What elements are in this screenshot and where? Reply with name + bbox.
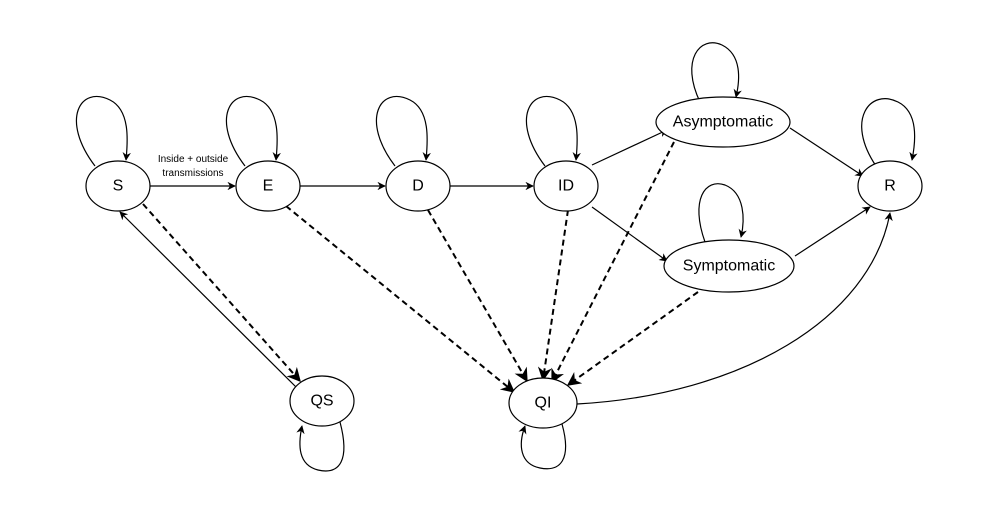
self-loop-e	[226, 95, 281, 167]
self-loop-d	[376, 95, 431, 167]
node-d-label: D	[412, 178, 424, 195]
edge-id-to-asymptomatic	[591, 129, 668, 166]
edge-asymptomatic-to-r	[789, 127, 864, 177]
node-symptomatic-label: Symptomatic	[683, 258, 775, 275]
edge-label-s-to-e-line2: transmissions	[162, 168, 223, 179]
self-loop-r	[861, 98, 918, 167]
node-d: D	[385, 160, 451, 212]
self-loop-s	[76, 95, 131, 167]
node-s: S	[85, 160, 151, 212]
self-loop-asymptomatic	[691, 42, 742, 103]
edge-label-s-to-e-line1: Inside + outside	[158, 154, 229, 165]
node-id-label: ID	[558, 178, 574, 195]
edge-d-to-qi	[427, 209, 528, 383]
edge-symptomatic-to-r	[794, 206, 871, 257]
edge-qs-to-s	[119, 211, 297, 388]
edge-s-to-qs	[142, 203, 301, 383]
node-r: R	[857, 160, 923, 212]
node-qs: QS	[289, 375, 355, 427]
self-loop-qi	[518, 423, 567, 470]
edge-symptomatic-to-qi	[566, 291, 699, 386]
node-asymptomatic-label: Asymptomatic	[673, 114, 773, 131]
node-qi: QI	[508, 377, 578, 429]
self-loop-qs	[296, 421, 345, 472]
node-qi-label: QI	[535, 395, 552, 412]
node-symptomatic: Symptomatic	[663, 239, 795, 293]
node-asymptomatic: Asymptomatic	[655, 96, 791, 148]
edge-id-to-qi	[537, 209, 569, 382]
edge-id-to-symptomatic	[591, 206, 668, 262]
node-qs-label: QS	[310, 393, 333, 410]
node-r-label: R	[884, 178, 896, 195]
node-s-label: S	[113, 178, 124, 195]
edge-qi-to-r	[576, 212, 893, 405]
node-e-label: E	[263, 178, 274, 195]
self-loop-id	[526, 95, 581, 167]
node-e: E	[235, 160, 301, 212]
edge-e-to-qi	[285, 205, 516, 393]
self-loop-symptomatic	[698, 183, 747, 243]
node-id: ID	[533, 160, 599, 212]
edge-asymptomatic-to-qi	[551, 141, 675, 384]
